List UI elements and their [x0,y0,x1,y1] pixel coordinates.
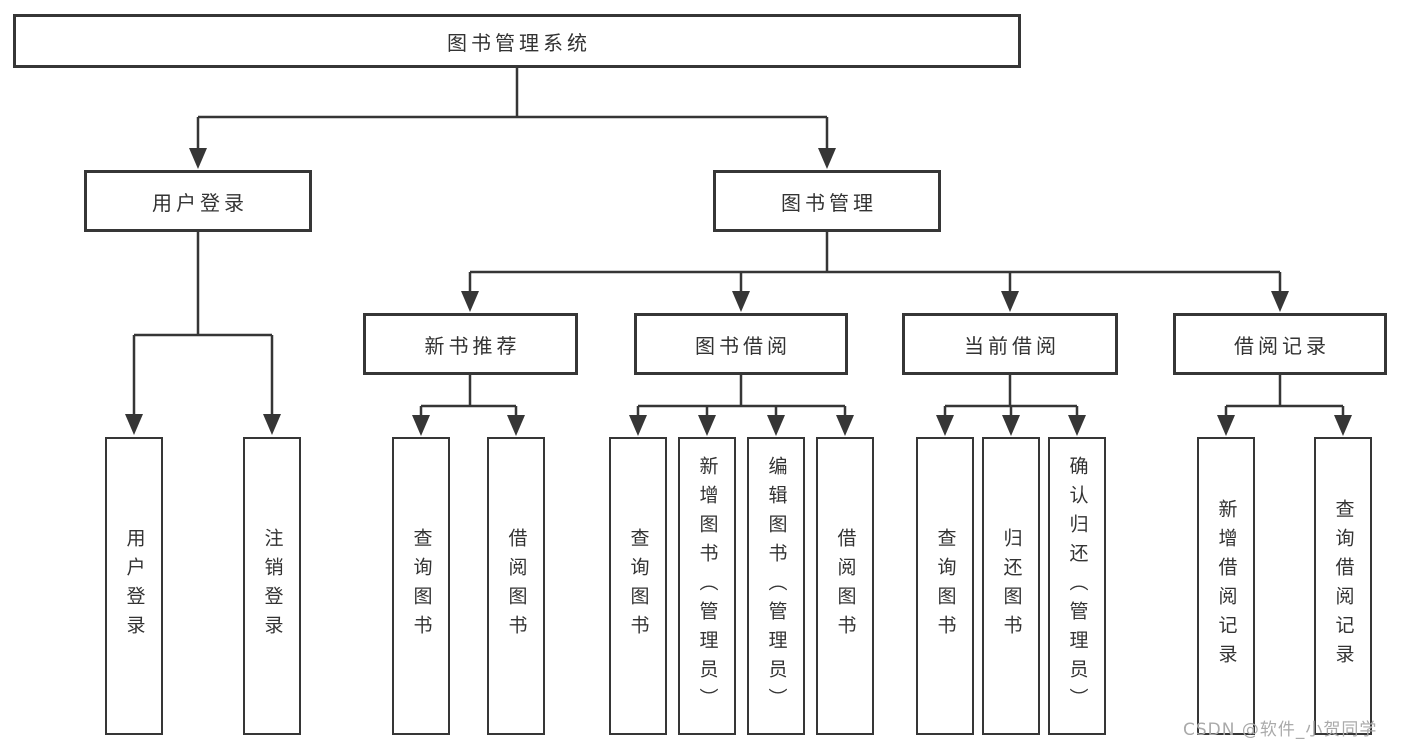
arrow-down-icon [936,415,954,436]
leaf-add-books-admin: 新增图书（管理员） [678,437,736,735]
leaf-return-books: 归还图书 [982,437,1040,735]
arrow-down-icon [818,148,836,169]
leaf-edit-books-admin: 编辑图书（管理员） [747,437,805,735]
node-new-book-recommend: 新书推荐 [363,313,578,375]
arrow-down-icon [507,415,525,436]
arrow-down-icon [767,415,785,436]
arrow-down-icon [1334,415,1352,436]
csdn-watermark: CSDN @软件_小贺同学 [1183,720,1378,740]
arrow-down-icon [263,414,281,435]
leaf-borrow-books: 借阅图书 [487,437,545,735]
arrow-down-icon [1001,291,1019,312]
leaf-add-borrow-record: 新增借阅记录 [1197,437,1255,735]
arrow-down-icon [836,415,854,436]
node-root: 图书管理系统 [13,14,1021,68]
arrow-down-icon [698,415,716,436]
node-user-login: 用户登录 [84,170,312,232]
node-current-borrowing: 当前借阅 [902,313,1118,375]
arrow-down-icon [189,148,207,169]
leaf-logout: 注销登录 [243,437,301,735]
arrow-down-icon [1271,291,1289,312]
leaf-query-books: 查询图书 [916,437,974,735]
leaf-borrow-books: 借阅图书 [816,437,874,735]
leaf-query-borrow-record: 查询借阅记录 [1314,437,1372,735]
arrow-down-icon [1217,415,1235,436]
leaf-confirm-return-admin: 确认归还（管理员） [1048,437,1106,735]
arrow-down-icon [732,291,750,312]
arrow-down-icon [1002,415,1020,436]
leaf-user-login: 用户登录 [105,437,163,735]
tree-edges [132,68,1345,417]
arrow-down-icon [125,414,143,435]
leaf-query-books: 查询图书 [609,437,667,735]
node-book-borrowing: 图书借阅 [634,313,848,375]
arrow-down-icon [629,415,647,436]
arrow-down-icon [461,291,479,312]
arrow-down-icon [1068,415,1086,436]
node-borrowing-records: 借阅记录 [1173,313,1387,375]
arrow-down-icon [412,415,430,436]
leaf-query-books: 查询图书 [392,437,450,735]
node-book-management: 图书管理 [713,170,941,232]
